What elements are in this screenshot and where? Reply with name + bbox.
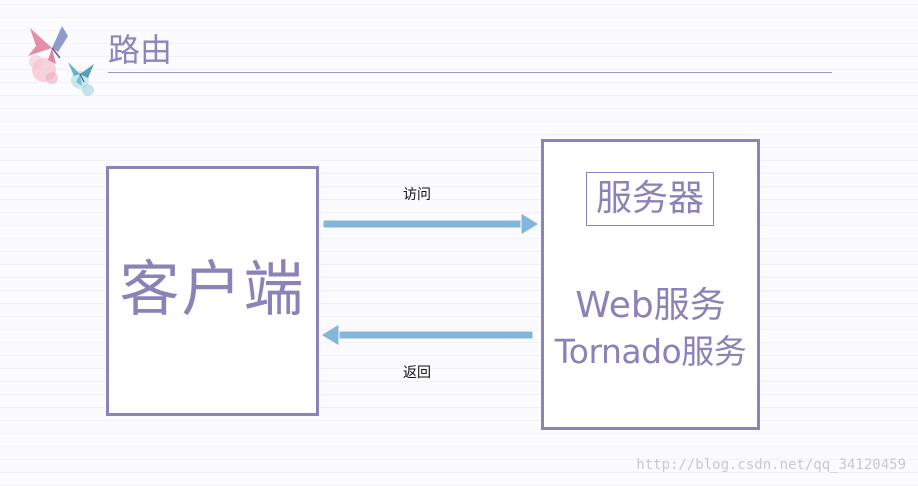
watermark-url: http://blog.csdn.net/qq_34120459 [636,457,906,473]
slide-title: 路由 [108,31,173,69]
client-label: 客户端 [119,255,306,325]
forward-arrow-head [520,212,540,236]
title-underline [108,72,832,73]
server-service-tornado: Tornado服务 [554,332,747,371]
butterfly-logo-icon [28,26,94,96]
back-arrow-head [320,323,340,347]
back-arrow-label: 返回 [403,365,431,381]
forward-arrow-shaft [322,219,524,229]
server-service-web: Web服务 [575,285,726,326]
forward-arrow-label: 访问 [403,187,431,203]
server-header: 服务器 [586,172,714,226]
back-arrow-icon [320,323,534,347]
server-box: 服务器 Web服务 Tornado服务 [541,139,760,430]
back-arrow-shaft [336,330,534,340]
client-box: 客户端 [106,166,319,416]
forward-arrow-icon [322,212,540,236]
